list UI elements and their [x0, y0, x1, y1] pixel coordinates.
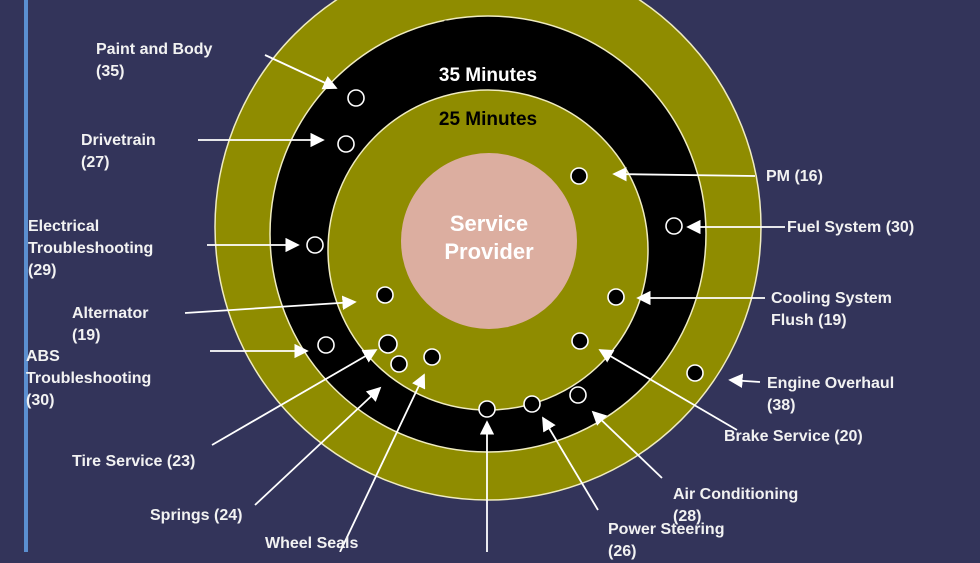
center-label: Service Provider	[444, 210, 533, 266]
service-provider-circle	[401, 153, 577, 329]
pointer-arrow	[612, 166, 756, 182]
label-engine-overhaul: Engine Overhaul(38)	[767, 375, 895, 414]
service-dot	[390, 355, 408, 373]
service-dot	[607, 288, 625, 306]
service-dot	[378, 334, 398, 354]
label-paint-and-body: Paint and Body(35)	[96, 41, 213, 80]
pointer-arrow	[728, 373, 761, 389]
label-fuel-system: Fuel System (30)	[787, 219, 915, 236]
pointer-arrow	[254, 386, 382, 506]
service-dot	[376, 286, 394, 304]
label-tire-service: Tire Service (23)	[72, 453, 196, 470]
ring-label-35: 35 Minutes	[438, 65, 538, 86]
service-dot	[686, 364, 704, 382]
center-line-1: Service	[449, 211, 529, 236]
label-wheel-seals: Wheel Seals	[265, 535, 359, 552]
label-pm: PM (16)	[766, 168, 823, 185]
pointer-arrow	[339, 373, 426, 552]
service-dot	[571, 332, 589, 350]
service-dot	[317, 336, 335, 354]
ring-label-25: 25 Minutes	[438, 109, 538, 130]
service-dot	[306, 236, 324, 254]
label-air-conditioning: Air Conditioning(28)	[673, 486, 799, 525]
pointer-arrow	[542, 416, 599, 511]
label-drivetrain: Drivetrain(27)	[81, 132, 156, 171]
pointer-arrow	[211, 349, 378, 446]
label-springs: Springs (24)	[150, 507, 243, 524]
center-line-2: Provider	[444, 239, 534, 264]
pointer-arrow	[591, 410, 663, 479]
pointer-arrow	[184, 295, 357, 314]
service-dot	[523, 395, 541, 413]
service-dot	[569, 386, 587, 404]
pointer-arrow	[598, 349, 738, 431]
service-dot	[423, 348, 441, 366]
ring-label-45: 45 Minutes	[438, 18, 538, 39]
service-dot	[570, 167, 588, 185]
service-dot	[337, 135, 355, 153]
service-dot	[665, 217, 683, 235]
label-brake-service: Brake Service (20)	[724, 428, 863, 445]
service-dot	[478, 400, 496, 418]
label-alternator: Alternator(19)	[72, 305, 149, 344]
slide-accent-line	[24, 0, 28, 552]
pointer-arrow	[264, 54, 338, 90]
service-dot	[347, 89, 365, 107]
